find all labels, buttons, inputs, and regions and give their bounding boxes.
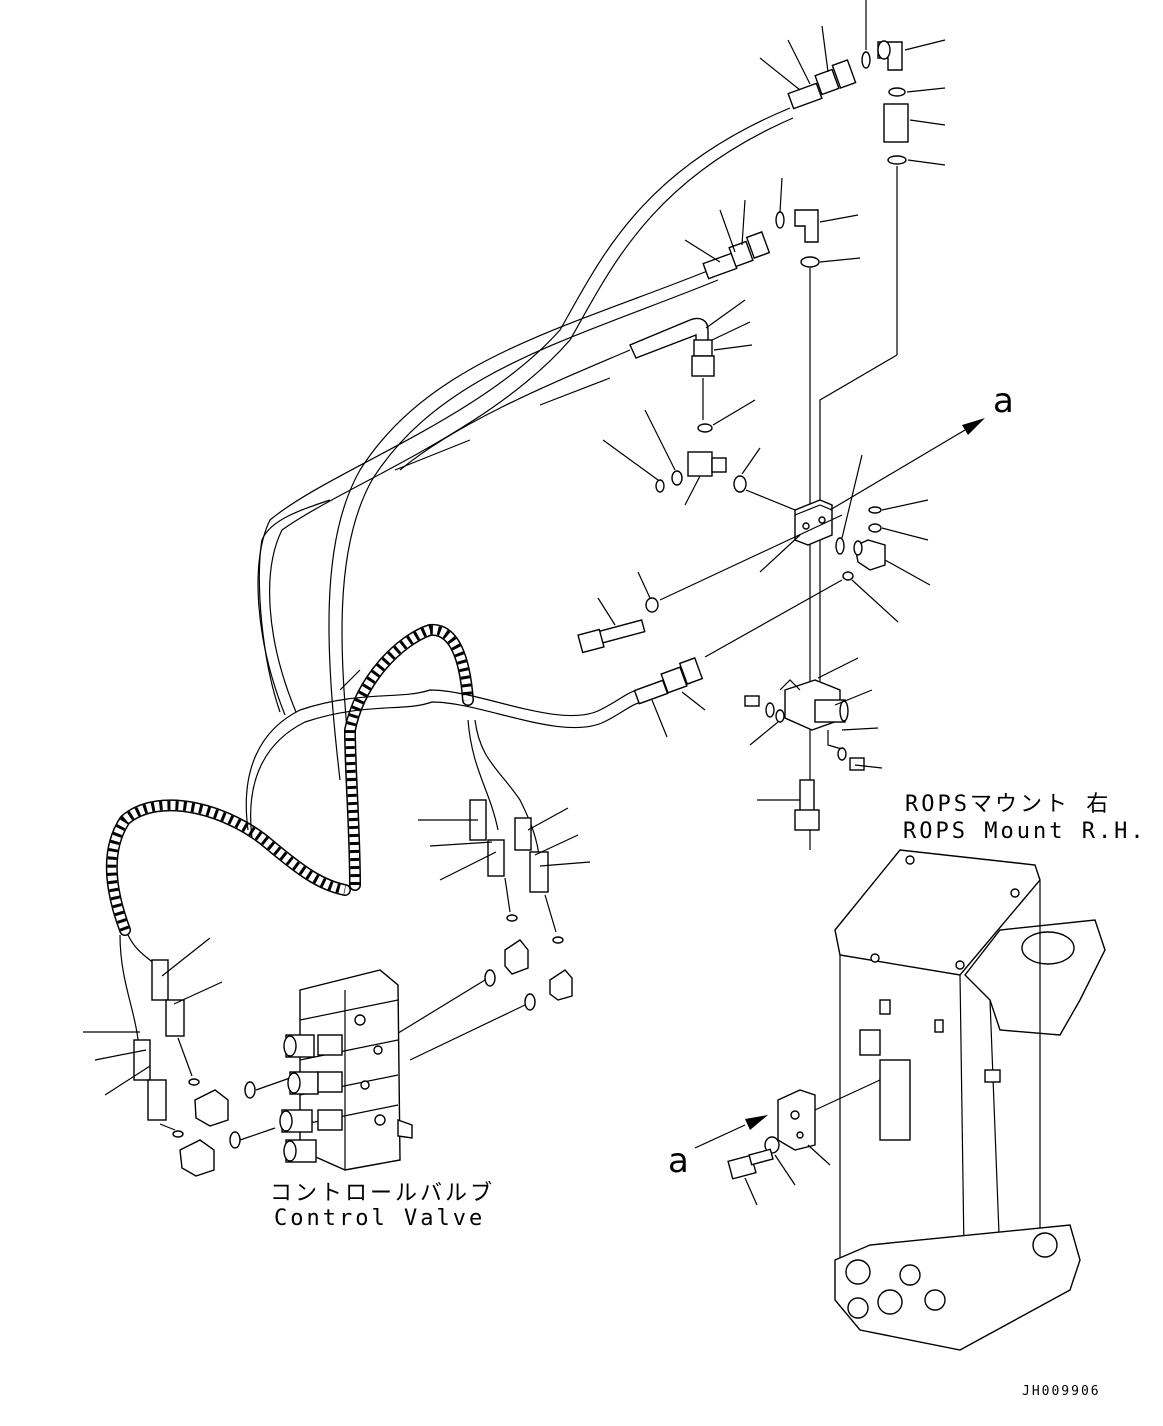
drawing-id: JH009906 [1022, 1384, 1101, 1399]
mounting-bolt [757, 779, 820, 831]
control-valve-body [279, 969, 413, 1171]
lower-hose-end-fitting [633, 657, 706, 738]
pilot-line-to-fitting [245, 689, 645, 839]
control-valve-label-jp: コントロールバルブ [270, 1181, 495, 1206]
top-hose-end-fitting [759, 25, 857, 110]
rops-mount-label-en: ROPS Mount R.H. [903, 819, 1147, 844]
left-hose-end-pair [83, 937, 291, 1177]
manifold-block [759, 418, 985, 573]
bolt-and-washer [577, 514, 843, 658]
rops-mount-bracket [834, 849, 1106, 1351]
wrapped-hoses [105, 624, 541, 1041]
tee-fitting [602, 409, 801, 513]
view-marker-bottom: a [668, 1141, 689, 1181]
plug-fitting [842, 499, 931, 623]
bent-tube-fitting [629, 299, 756, 433]
upper-hose-lines [257, 107, 794, 781]
top-elbow-fitting [819, 0, 946, 690]
second-hose-end-fitting [684, 177, 861, 850]
view-a-bracket [694, 1079, 881, 1206]
rops-mount-label-jp: ROPSマウント 右 [905, 792, 1111, 817]
solenoid-valve [744, 657, 883, 771]
mid-hose-end-pair [394, 799, 591, 1061]
view-marker-top: a [993, 381, 1014, 421]
control-valve-label-en: Control Valve [274, 1206, 485, 1231]
